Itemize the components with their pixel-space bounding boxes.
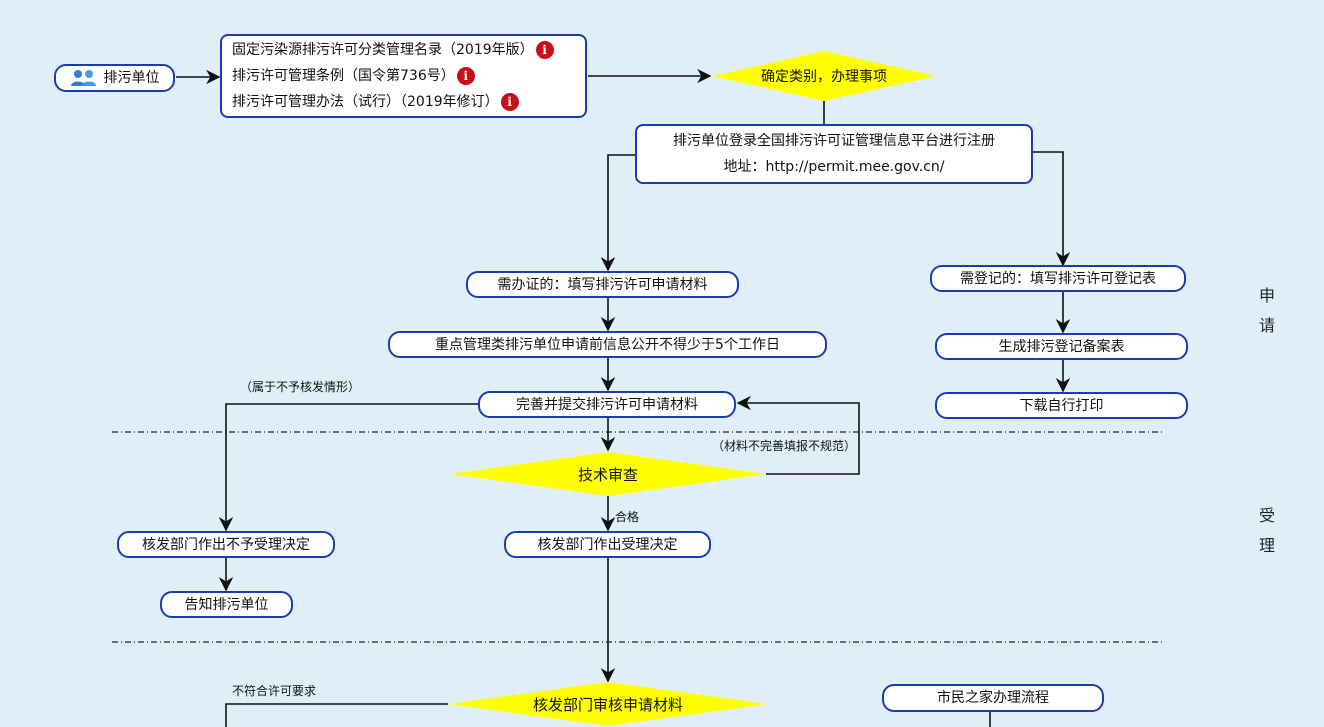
regulation-label: 排污许可管理条例（国令第736号） bbox=[232, 68, 455, 84]
tech-review-label: 技术审查 bbox=[577, 465, 638, 484]
register-box[interactable]: 排污单位登录全国排污许可证管理信息平台进行注册 地址：http://permit… bbox=[635, 124, 1033, 184]
stage-char: 申 bbox=[1258, 286, 1275, 305]
register-line-2: 地址：http://permit.mee.gov.cn/ bbox=[723, 159, 945, 175]
stage-char: 请 bbox=[1258, 316, 1275, 335]
start-label: 排污单位 bbox=[103, 70, 160, 86]
tech-review-diamond bbox=[450, 452, 766, 496]
generate-record-node[interactable]: 生成排污登记备案表 bbox=[935, 333, 1188, 360]
publicity-node[interactable]: 重点管理类排污单位申请前信息公开不得少于5个工作日 bbox=[388, 331, 827, 358]
submit-node[interactable]: 完善并提交排污许可申请材料 bbox=[478, 391, 736, 418]
regulation-item[interactable]: 排污许可管理办法（试行）（2019年修订） i bbox=[232, 89, 519, 115]
regulations-box: 固定污染源排污许可分类管理名录（2019年版） i 排污许可管理条例（国令第73… bbox=[220, 34, 587, 118]
register-line-1: 排污单位登录全国排污许可证管理信息平台进行注册 bbox=[673, 133, 995, 149]
notify-node[interactable]: 告知排污单位 bbox=[160, 591, 293, 618]
info-icon[interactable]: i bbox=[456, 67, 475, 85]
info-icon[interactable]: i bbox=[535, 41, 554, 59]
info-icon[interactable]: i bbox=[500, 93, 519, 111]
not-approved-note: （属于不予核发情形） bbox=[240, 380, 361, 394]
decide-diamond bbox=[712, 51, 936, 101]
regulation-item[interactable]: 排污许可管理条例（国令第736号） i bbox=[232, 63, 475, 89]
stage-accept-label: 受 理 bbox=[1257, 501, 1277, 561]
regulation-label: 固定污染源排污许可分类管理名录（2019年版） bbox=[232, 42, 534, 58]
citizen-home-node[interactable]: 市民之家办理流程 bbox=[882, 684, 1104, 712]
registration-fill-node[interactable]: 需登记的：填写排污许可登记表 bbox=[930, 265, 1186, 292]
stage-char: 受 bbox=[1258, 506, 1275, 525]
regulation-label: 排污许可管理办法（试行）（2019年修订） bbox=[232, 94, 499, 110]
decide-label: 确定类别，办理事项 bbox=[761, 69, 887, 85]
qualified-note: 合格 bbox=[615, 510, 640, 524]
stage-char: 理 bbox=[1258, 536, 1275, 555]
accept-decision-node[interactable]: 核发部门作出受理决定 bbox=[504, 531, 711, 558]
stage-apply-label: 申 请 bbox=[1257, 281, 1277, 341]
review-materials-diamond bbox=[448, 682, 768, 726]
license-fill-node[interactable]: 需办证的：填写排污许可申请材料 bbox=[466, 271, 739, 298]
reject-decision-node[interactable]: 核发部门作出不予受理决定 bbox=[117, 531, 335, 558]
regulation-item[interactable]: 固定污染源排污许可分类管理名录（2019年版） i bbox=[232, 37, 554, 63]
start-node[interactable]: 排污单位 bbox=[54, 64, 175, 92]
review-materials-label: 核发部门审核申请材料 bbox=[532, 695, 683, 714]
print-node[interactable]: 下载自行打印 bbox=[935, 392, 1188, 419]
not-compliant-note: 不符合许可要求 bbox=[232, 684, 317, 698]
people-icon bbox=[70, 69, 98, 87]
incomplete-note: （材料不完善填报不规范） bbox=[712, 439, 857, 453]
